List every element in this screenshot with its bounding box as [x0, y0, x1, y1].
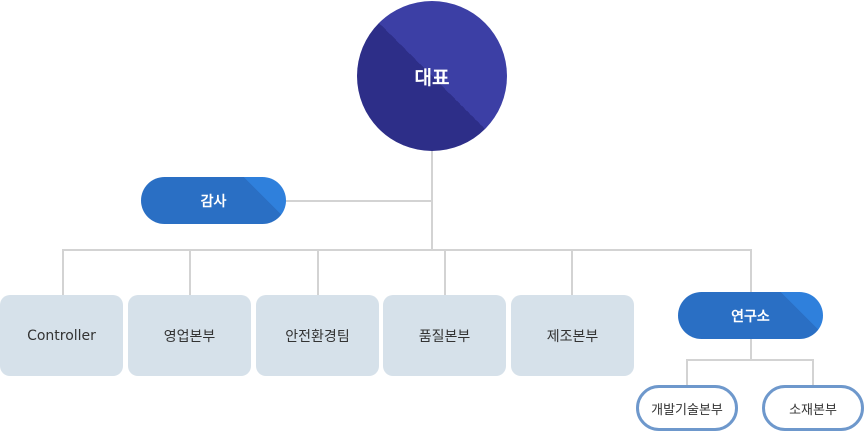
department-node: 안전환경팀	[256, 295, 379, 376]
department-label: 영업본부	[163, 328, 216, 345]
lab-node: 연구소	[678, 292, 823, 339]
department-label: 제조본부	[546, 328, 599, 345]
ceo-label: 대표	[414, 66, 450, 89]
connector-line	[431, 150, 433, 251]
connector-line	[444, 250, 446, 295]
connector-line	[686, 360, 688, 386]
lab-child-label: 개발기술본부	[651, 402, 723, 418]
connector-line	[750, 339, 752, 360]
connector-line	[686, 359, 814, 361]
department-label: 안전환경팀	[285, 328, 350, 345]
connector-line	[571, 250, 573, 295]
department-label: 품질본부	[418, 328, 471, 345]
connector-line	[317, 250, 319, 295]
connector-line	[62, 250, 64, 295]
connector-line	[285, 200, 432, 202]
department-node: Controller	[0, 295, 123, 376]
lab-label: 연구소	[731, 308, 770, 325]
lab-child-node: 소재본부	[762, 385, 864, 431]
department-node: 품질본부	[383, 295, 506, 376]
connector-line	[189, 250, 191, 295]
department-label: Controller	[27, 327, 96, 344]
lab-child-label: 소재본부	[789, 402, 837, 418]
audit-label: 감사	[200, 193, 227, 210]
audit-node: 감사	[141, 177, 286, 224]
department-node: 제조본부	[511, 295, 634, 376]
department-node: 영업본부	[128, 295, 251, 376]
ceo-node: 대표	[357, 1, 507, 151]
connector-line	[750, 250, 752, 295]
lab-child-node: 개발기술본부	[636, 385, 738, 431]
connector-line	[62, 249, 752, 251]
connector-line	[812, 360, 814, 386]
